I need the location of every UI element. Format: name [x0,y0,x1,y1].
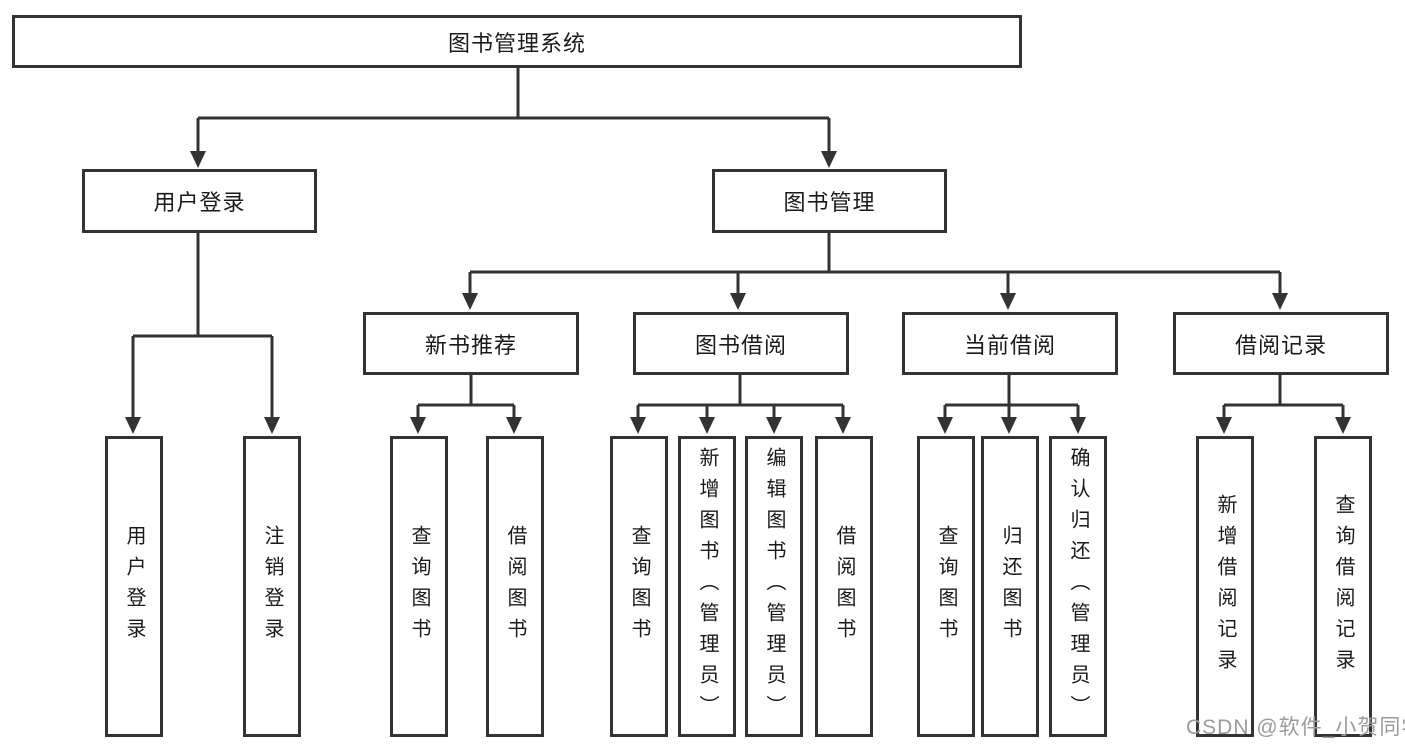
leaf-user-login-label: 用户登录 [123,524,145,649]
leaf-logout: 注销登录 [243,436,301,737]
arrowhead [264,417,280,434]
leaf-borrow-books-borrowing: 借阅图书 [815,436,873,737]
connector-borrowing-records-to-leaves [1222,375,1345,418]
connector-book-borrowing-to-leaves [636,375,845,418]
leaf-query-books-borrowing: 查询图书 [610,436,668,737]
arrowhead [937,417,953,434]
leaf-logout-label: 注销登录 [261,524,283,649]
leaf-add-borrow-record-label: 新增借阅记录 [1214,493,1236,680]
arrowhead [766,417,782,434]
arrowhead [462,293,478,310]
leaf-query-borrow-record-label: 查询借阅记录 [1332,493,1354,680]
node-new-book-recommendation: 新书推荐 [363,312,579,375]
arrowhead [1335,417,1351,434]
arrowhead [630,417,646,434]
arrowhead [835,417,851,434]
node-book-management: 图书管理 [712,169,947,233]
leaf-query-books-borrowing-label: 查询图书 [628,524,650,649]
leaf-edit-books-admin: 编辑图书（管理员） [745,436,803,737]
leaf-return-books-label: 归还图书 [999,524,1021,649]
arrowhead [125,417,141,434]
node-borrowing-records: 借阅记录 [1173,312,1389,375]
leaf-confirm-return-admin-label: 确认归还（管理员） [1067,447,1089,726]
connector-new-book-recommendation-to-leaves [416,375,516,418]
arrowhead [1000,293,1016,310]
node-user-login: 用户登录 [82,169,317,233]
leaf-add-books-admin-label: 新增图书（管理员） [696,447,718,726]
csdn-watermark: CSDN @软件_小贺同学 [1186,716,1405,739]
arrowhead [410,417,426,434]
connector-book-management-to-level2 [468,233,1282,294]
arrowhead [699,417,715,434]
leaf-query-borrow-record: 查询借阅记录 [1314,436,1372,737]
node-current-borrowing: 当前借阅 [902,312,1118,375]
arrowhead [1272,293,1288,310]
arrowhead [821,151,837,168]
connector-root-to-level1 [196,67,831,152]
arrowhead [506,417,522,434]
leaf-add-borrow-record: 新增借阅记录 [1196,436,1254,737]
leaf-query-books-recommend-label: 查询图书 [408,524,430,649]
node-book-borrowing: 图书借阅 [633,312,849,375]
connector-current-borrowing-to-leaves [943,375,1080,418]
leaf-edit-books-admin-label: 编辑图书（管理员） [763,447,785,726]
leaf-query-books-current: 查询图书 [917,436,975,737]
arrowhead [1001,417,1017,434]
arrowhead [1216,417,1232,434]
leaf-borrow-books-recommend: 借阅图书 [486,436,544,737]
connector-user-login-to-leaves [131,233,274,418]
leaf-confirm-return-admin: 确认归还（管理员） [1049,436,1107,737]
leaf-user-login: 用户登录 [105,436,163,737]
leaf-query-books-current-label: 查询图书 [935,524,957,649]
node-root: 图书管理系统 [12,15,1022,68]
arrowhead [190,151,206,168]
leaf-borrow-books-borrowing-label: 借阅图书 [833,524,855,649]
arrowhead [730,293,746,310]
arrowheads [125,151,1351,434]
leaf-return-books: 归还图书 [981,436,1039,737]
arrowhead [1070,417,1086,434]
leaf-borrow-books-recommend-label: 借阅图书 [504,524,526,649]
leaf-add-books-admin: 新增图书（管理员） [678,436,736,737]
leaf-query-books-recommend: 查询图书 [390,436,448,737]
